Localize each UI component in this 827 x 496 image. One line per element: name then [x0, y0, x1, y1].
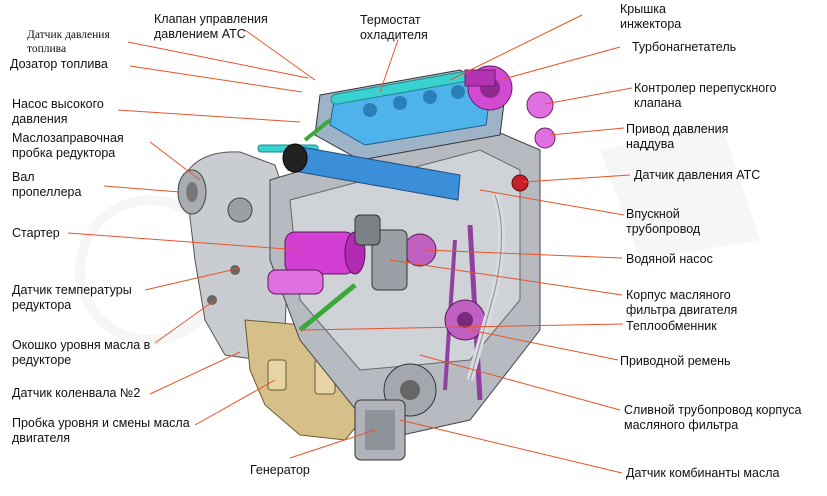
label-propeller-shaft: Вал пропеллера [12, 170, 82, 199]
label-oil-level-plug: Пробка уровня и смены масла двигателя [12, 416, 190, 445]
label-injector-cover: Крышка инжектора [620, 2, 682, 31]
label-drive-belt: Приводной ремень [620, 354, 731, 368]
label-oil-filter-drain: Сливной трубопровод корпуса масляного фи… [624, 403, 802, 432]
label-hp-pump: Насос высокого давления [12, 97, 104, 126]
belt-drive [383, 224, 486, 417]
label-gearbox-oil-filler: Маслозаправочная пробка редуктора [12, 131, 124, 160]
gearbox-housing [177, 151, 291, 361]
atc-sensor-red [511, 174, 529, 192]
thermostat-housing [354, 214, 381, 246]
oil-filter-housing [371, 229, 408, 291]
label-atc-pressure-valve: Клапан управления давлением АТС [154, 12, 268, 41]
green-fuel-line [303, 118, 332, 142]
intake-manifold [282, 143, 461, 201]
label-turbocharger: Турбонагнетатель [632, 40, 737, 54]
label-gearbox-temp-sensor: Датчик температуры редуктора [12, 283, 132, 312]
green-pipe [298, 283, 357, 332]
generator [354, 399, 406, 461]
label-fuel-metering: Дозатор топлива [10, 57, 108, 71]
label-oil-filter-housing: Корпус масляного фильтра двигателя [626, 288, 738, 317]
label-crankshaft-sensor: Датчик коленвала №2 [12, 386, 141, 400]
leader-lines [67, 14, 633, 474]
label-coolant-thermostat: Термостат охладителя [360, 13, 428, 42]
turbocharger [464, 65, 556, 149]
label-oil-combo-sensor: Датчик комбинанты масла [626, 466, 780, 480]
label-intake-manifold: Впускной трубопровод [626, 207, 701, 236]
label-starter: Стартер [12, 226, 60, 240]
label-fuel-pressure-sensor: Датчик давления топлива [27, 29, 110, 55]
label-water-pump: Водяной насос [626, 252, 713, 266]
starter [267, 231, 366, 295]
label-heat-exchanger: Теплообменник [626, 319, 717, 333]
label-generator: Генератор [250, 463, 310, 477]
label-gearbox-oil-window: Окошко уровня масла в редукторе [12, 338, 151, 367]
label-wastegate-controller: Контролер перепускного клапана [634, 81, 777, 110]
label-atc-pressure-sensor: Датчик давления АТС [634, 168, 761, 182]
label-boost-actuator: Привод давления наддува [626, 122, 729, 151]
